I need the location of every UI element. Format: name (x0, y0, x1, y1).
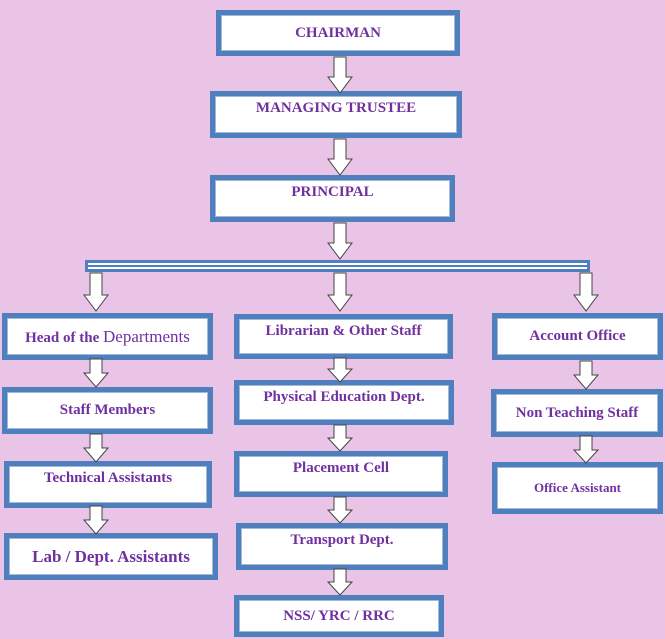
arrow-down-icon (82, 505, 110, 535)
arrow-down-icon (327, 138, 353, 176)
transport-dept-label: Transport Dept. (290, 532, 394, 548)
arrow-down-icon (326, 568, 354, 596)
arrow-down-icon (326, 424, 354, 452)
head-of-departments-box: Head of the Departments (2, 313, 213, 360)
office-assistant-label: Office Assistant (533, 480, 622, 495)
arrow-down-icon (327, 272, 353, 312)
placement-cell-box: Placement Cell (234, 451, 448, 497)
technical-assistants-box: Technical Assistants (4, 461, 212, 508)
account-office-box: Account Office (492, 313, 663, 360)
head-of-departments-label: Head of the (25, 329, 104, 346)
departments-label: Departments (103, 326, 190, 346)
nss-yrc-rrc-box: NSS/ YRC / RRC (234, 595, 444, 637)
nss-yrc-rrc-label: NSS/ YRC / RRC (283, 607, 395, 624)
transport-dept-box: Transport Dept. (236, 523, 448, 570)
principal-label: PRINCIPAL (291, 184, 374, 200)
librarian-box: Librarian & Other Staff (234, 314, 453, 359)
non-teaching-staff-box: Non Teaching Staff (491, 389, 663, 437)
staff-members-box: Staff Members (2, 387, 213, 434)
principal-box: PRINCIPAL (210, 175, 455, 222)
arrow-down-icon (327, 222, 353, 260)
arrow-down-icon (326, 496, 354, 524)
arrow-down-icon (327, 56, 353, 94)
chairman-label: CHAIRMAN (295, 24, 381, 41)
arrow-down-icon (83, 272, 109, 312)
staff-members-label: Staff Members (59, 402, 156, 418)
arrow-down-icon (82, 433, 110, 463)
arrow-down-icon (326, 357, 354, 383)
physical-education-label: Physical Education Dept. (263, 389, 425, 405)
non-teaching-staff-label: Non Teaching Staff (515, 404, 639, 421)
arrow-down-icon (572, 435, 600, 464)
librarian-label: Librarian & Other Staff (265, 323, 422, 339)
arrow-down-icon (82, 358, 110, 388)
account-office-label: Account Office (529, 328, 626, 344)
technical-assistants-label: Technical Assistants (43, 470, 173, 486)
lab-assistants-box: Lab / Dept. Assistants (4, 533, 218, 580)
chairman-box: CHAIRMAN (216, 10, 460, 56)
physical-education-box: Physical Education Dept. (234, 380, 454, 425)
arrow-down-icon (572, 360, 600, 390)
office-assistant-box: Office Assistant (492, 462, 663, 514)
placement-cell-label: Placement Cell (292, 460, 390, 476)
managing-trustee-label: MANAGING TRUSTEE (255, 100, 417, 116)
branch-connector (85, 260, 590, 272)
arrow-down-icon (573, 272, 599, 312)
lab-assistants-label: Lab / Dept. Assistants (32, 546, 190, 566)
managing-trustee-box: MANAGING TRUSTEE (210, 91, 462, 138)
